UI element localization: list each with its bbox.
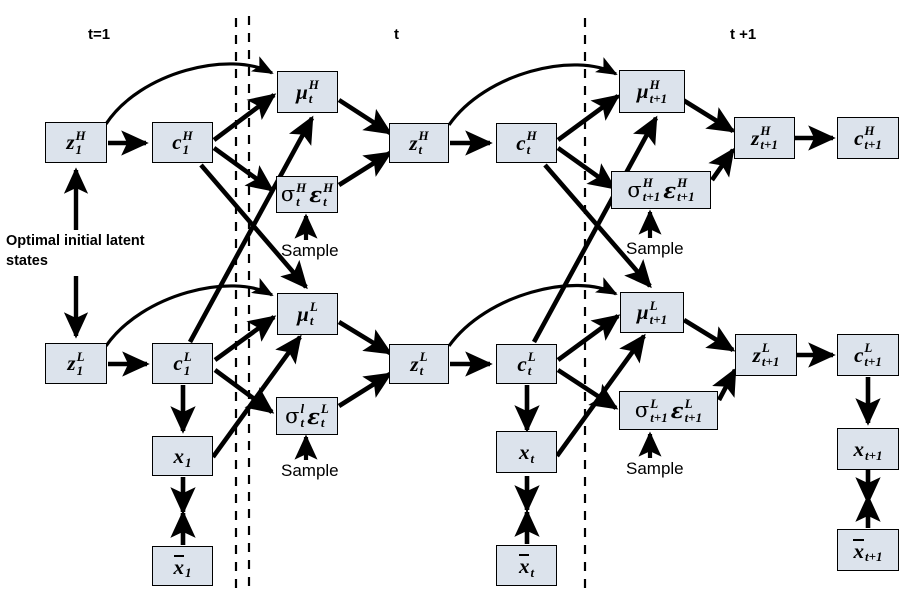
node-xbar-t[interactable]: x t — [496, 545, 557, 586]
node-x-tp1[interactable]: x t+1 — [837, 428, 899, 470]
curve-z1L-to-muLt — [104, 277, 274, 347]
time-label-t1: t=1 — [88, 26, 111, 43]
arrow-muHt-to-zHt — [337, 98, 393, 135]
high-level-t-arrows — [447, 57, 836, 344]
node-x-t[interactable]: x t — [496, 431, 557, 473]
caption-line-2: states — [6, 252, 48, 269]
initial-latent-states-caption: Optimal initial latent states — [6, 232, 196, 271]
curve-z1H-to-muHt — [104, 56, 274, 125]
divider-dashed-lines — [234, 16, 587, 588]
time-label-t: t — [394, 26, 399, 43]
arrow-x1-to-muLt — [211, 334, 302, 459]
node-xbar-tp1[interactable]: x t+1 — [837, 529, 899, 571]
arrow-c1L-to-sigLt — [213, 368, 275, 414]
high-level-t1-arrows — [104, 56, 393, 344]
sample-label-high-t: Sample — [281, 241, 339, 260]
node-x1[interactable]: x 1 — [152, 436, 213, 476]
arrow-sigHtp1-to-zHtp1 — [708, 147, 735, 182]
arrow-sigLtp1-to-zLtp1 — [712, 367, 738, 402]
arrow-c1H-to-muHt — [212, 93, 277, 142]
arrow-cHt-to-sigHtp1 — [556, 146, 617, 190]
curve-zHt-to-muHtp1 — [447, 57, 618, 126]
caption-line-1: Optimal initial latent — [6, 233, 145, 249]
arrow-sigLt-to-zLt — [337, 372, 393, 408]
arrow-cLt-to-muLtp1 — [556, 314, 621, 362]
sample-label-low-tp1: Sample — [626, 459, 684, 478]
arrow-sigHt-to-zHt — [337, 151, 393, 187]
arrow-cHt-to-muHtp1 — [556, 94, 621, 142]
arrow-muHtp1-to-zHtp1 — [681, 98, 736, 133]
arrow-muLt-to-zLt — [337, 320, 393, 355]
low-level-t-arrows — [447, 277, 881, 544]
sample-label-low-t: Sample — [281, 461, 339, 480]
arrow-c1L-to-muHt — [187, 115, 315, 344]
arrow-c1H-to-sigHt — [212, 146, 275, 192]
arrow-cLt-to-muHtp1 — [531, 115, 659, 344]
curve-zLt-to-muLtp1 — [447, 277, 618, 347]
low-level-t1-arrows — [104, 277, 393, 545]
arrow-cLt-to-sigLtp1 — [556, 368, 619, 410]
node-xbar1[interactable]: x 1 — [152, 546, 213, 586]
time-label-tp1: t +1 — [730, 26, 757, 43]
sample-label-high-tp1: Sample — [626, 239, 684, 258]
arrow-muLtp1-to-zLtp1 — [682, 318, 736, 352]
arrow-xt-to-muLtp1 — [555, 333, 646, 458]
arrow-c1L-to-muLt — [213, 315, 277, 362]
